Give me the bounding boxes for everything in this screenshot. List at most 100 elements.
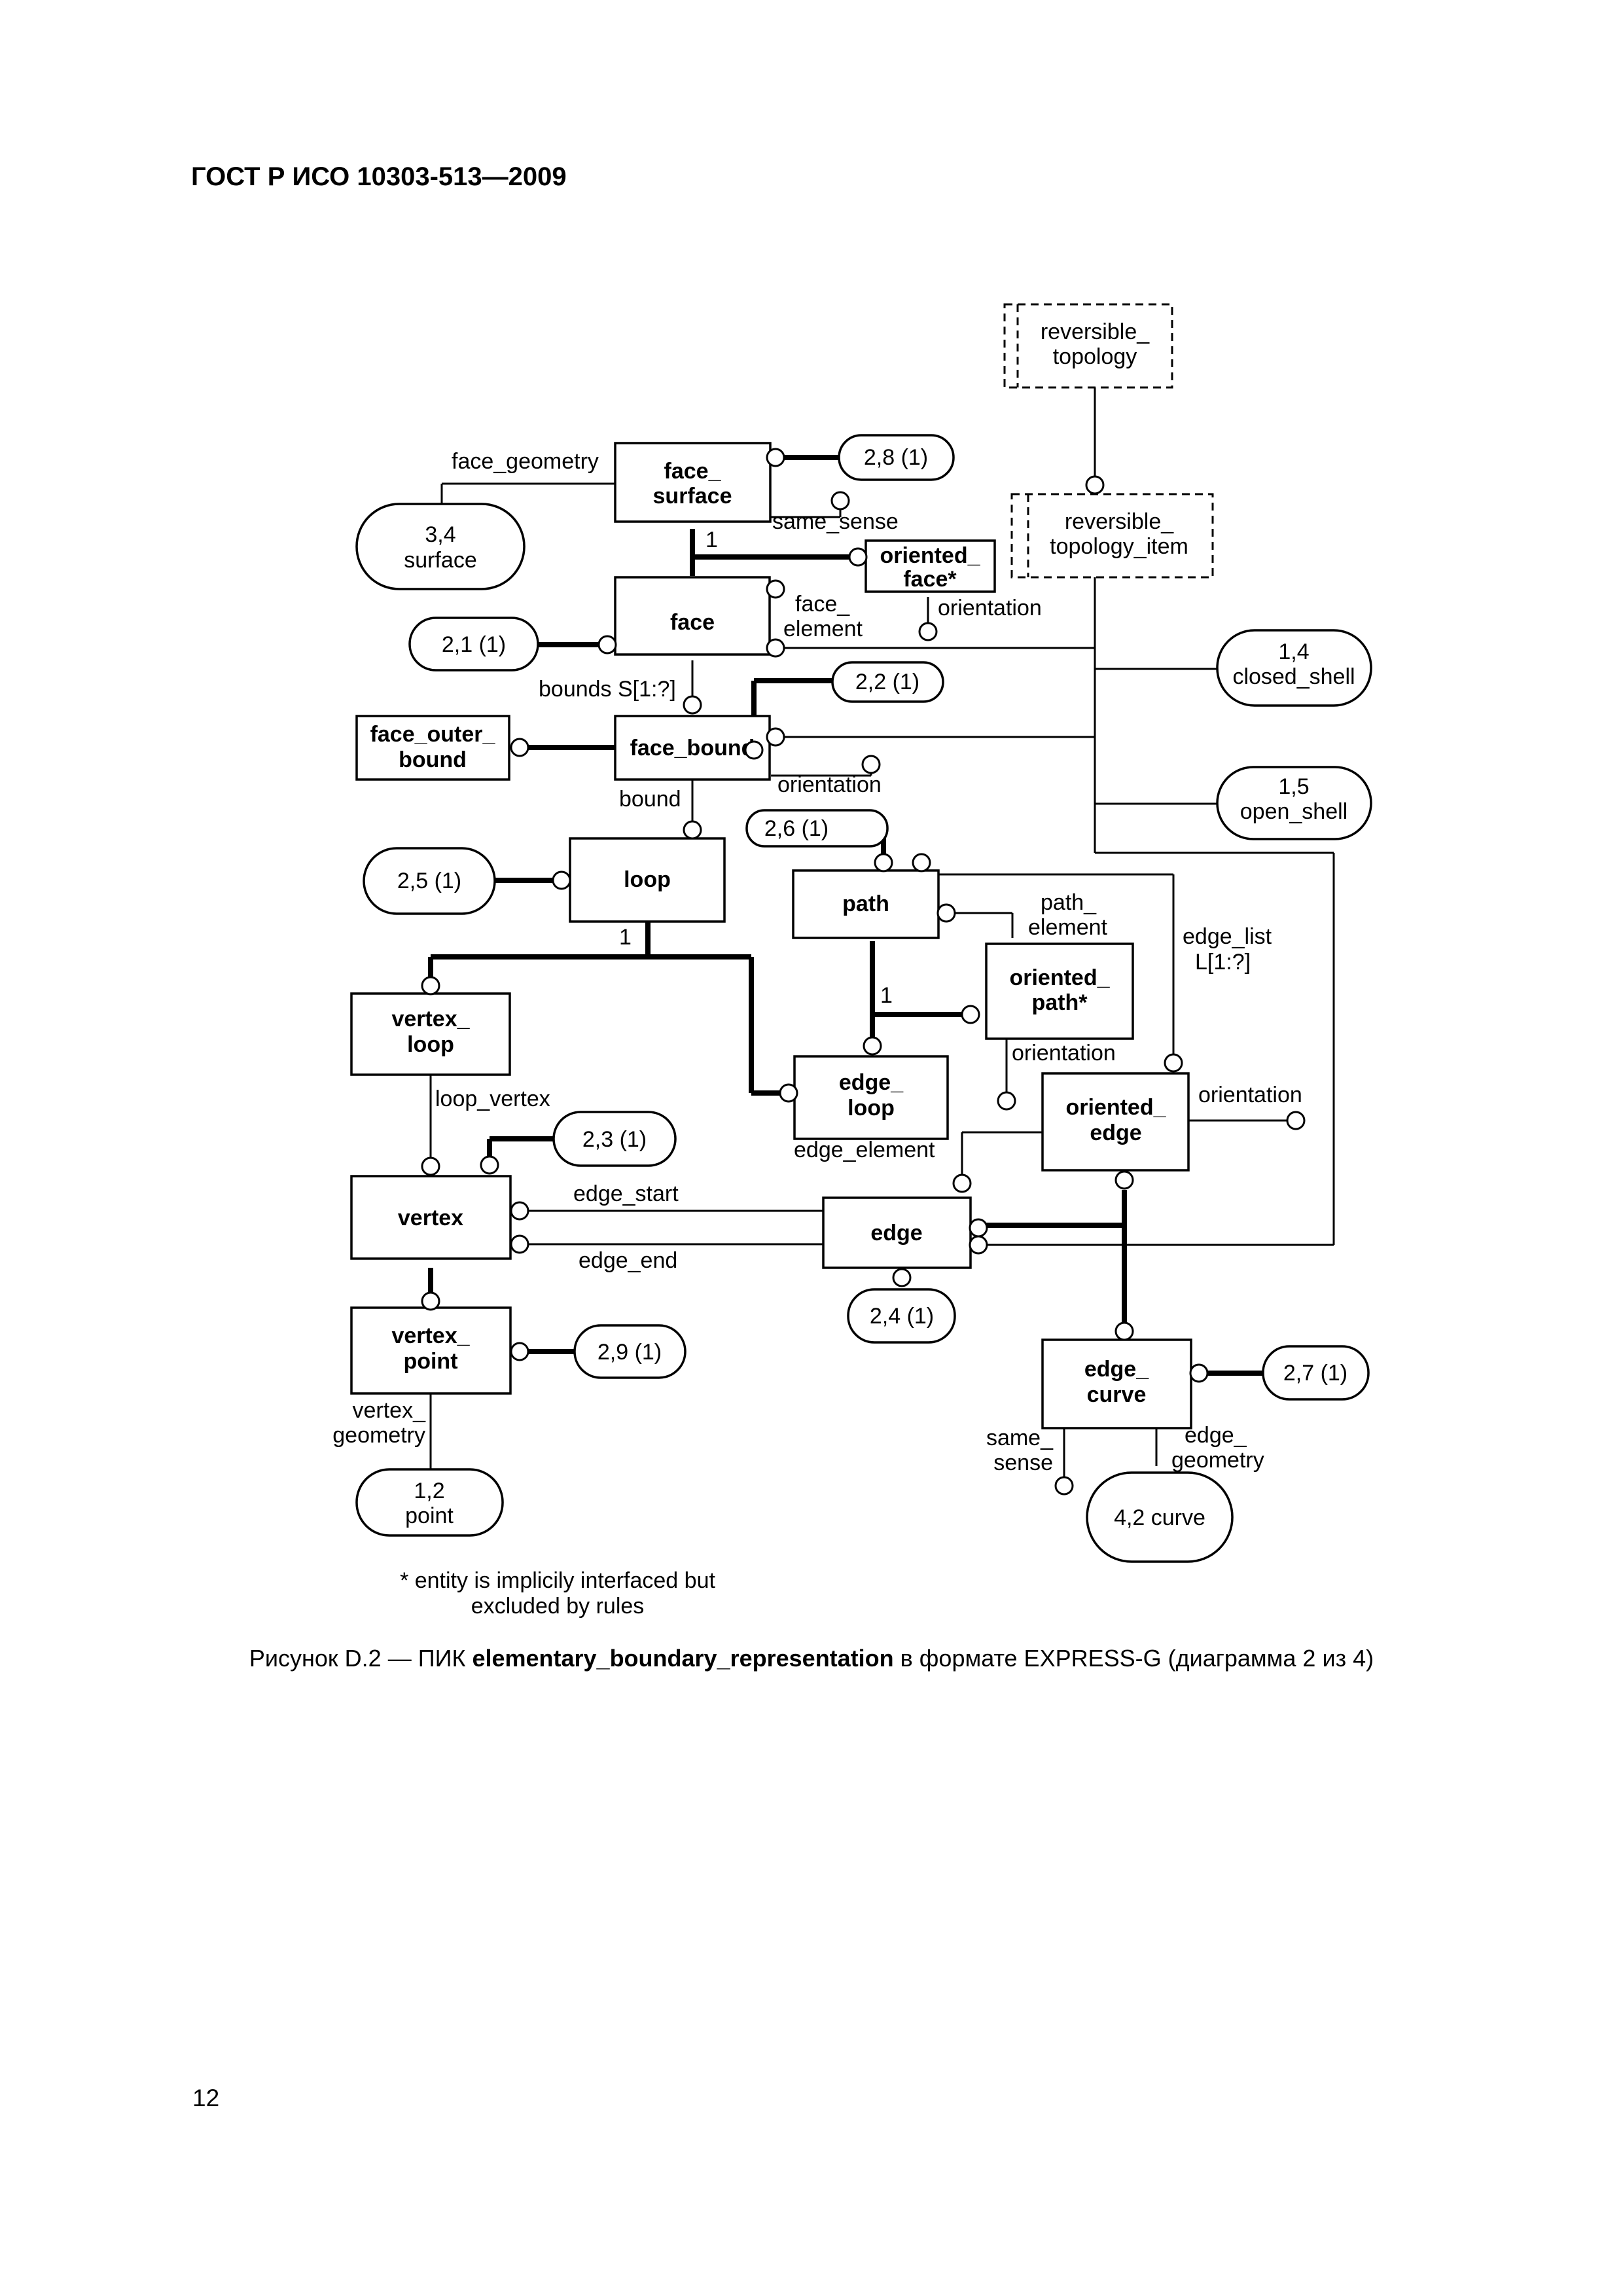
- label: edge: [1090, 1121, 1141, 1145]
- attr-face-element: face_: [795, 592, 850, 617]
- entity-face-outer-bound: face_outer_ bound: [355, 715, 510, 781]
- entity-vertex-loop: vertex_ loop: [350, 992, 511, 1076]
- label: bound: [399, 747, 467, 772]
- label: oriented_: [1009, 965, 1110, 990]
- label: 4,2 curve: [1114, 1505, 1205, 1530]
- label: vertex_: [391, 1007, 470, 1031]
- label: 2,5 (1): [397, 869, 461, 893]
- entity-reversible-topology-item: reversible_ topology_item: [1010, 493, 1214, 579]
- entity-edge: edge: [822, 1196, 972, 1269]
- attr-edge-start: edge_start: [573, 1181, 679, 1206]
- attr-same-sense: sense: [993, 1450, 1053, 1475]
- attr-edge-element: edge_element: [794, 1138, 935, 1162]
- attr-cardinality-one: 1: [705, 528, 718, 552]
- label: path: [842, 891, 889, 916]
- label: topology_item: [1050, 534, 1188, 559]
- entity-oriented-path: oriented_ path*: [985, 942, 1134, 1040]
- label: 1,5: [1278, 774, 1309, 799]
- label: path*: [1032, 990, 1088, 1015]
- label: surface: [653, 484, 732, 509]
- reference-2-4: 2,4 (1): [847, 1288, 956, 1344]
- label: face_bound: [630, 736, 755, 761]
- label: 2,3 (1): [582, 1127, 647, 1152]
- label: 2,6 (1): [764, 816, 829, 841]
- label: 2,1 (1): [442, 632, 506, 657]
- page-number: 12: [192, 2085, 220, 2111]
- label: 2,8 (1): [864, 445, 928, 470]
- label: closed_shell: [1232, 664, 1355, 689]
- attr-edge-geometry: edge_: [1185, 1423, 1247, 1448]
- entity-face-bound: face_bound: [614, 715, 771, 781]
- label: 2,7 (1): [1283, 1361, 1347, 1386]
- entity-edge-loop: edge_ loop: [793, 1055, 949, 1140]
- attr-loop-vertex: loop_vertex: [435, 1086, 550, 1111]
- attr-orientation: orientation: [777, 772, 882, 797]
- entity-face-surface: face_ surface: [614, 442, 772, 523]
- label: vertex: [398, 1206, 463, 1230]
- attr-path-element: element: [1028, 915, 1108, 940]
- label: oriented_: [880, 543, 980, 568]
- attr-edge-end: edge_end: [579, 1248, 677, 1273]
- document-header: ГОСТ Р ИСО 10303-513—2009: [191, 162, 567, 191]
- caption-suffix: в формате EXPRESS-G (диаграмма 2 из 4): [893, 1645, 1374, 1672]
- attr-cardinality-one: 1: [880, 983, 893, 1008]
- label: face: [670, 610, 715, 635]
- attr-path-element: path_: [1041, 890, 1097, 915]
- entity-vertex-point: vertex_ point: [350, 1306, 512, 1395]
- reference-1-5-open-shell: 1,5 open_shell: [1216, 766, 1372, 840]
- attr-orientation: orientation: [1012, 1041, 1116, 1066]
- attr-vertex-geometry: geometry: [332, 1423, 425, 1448]
- label: reversible_: [1065, 509, 1174, 534]
- subtype-lines: [428, 455, 1263, 1376]
- label: point: [405, 1503, 454, 1528]
- caption-prefix: Рисунок D.2 — ПИК: [249, 1645, 473, 1672]
- attr-edge-list: edge_list: [1183, 924, 1272, 949]
- label: point: [403, 1349, 457, 1374]
- attr-vertex-geometry: vertex_: [353, 1398, 427, 1423]
- attr-edge-geometry: geometry: [1171, 1448, 1264, 1473]
- reference-3-4-surface: 3,4 surface: [355, 503, 526, 590]
- attr-same-sense: same_: [986, 1426, 1054, 1450]
- entity-edge-curve: edge_ curve: [1041, 1338, 1192, 1429]
- label: face_: [664, 459, 722, 484]
- reference-4-2-curve: 4,2 curve: [1086, 1471, 1234, 1563]
- label: edge_: [839, 1070, 904, 1095]
- label: loop: [407, 1032, 454, 1057]
- reference-2-8: 2,8 (1): [838, 434, 955, 481]
- label: vertex_: [391, 1323, 470, 1348]
- reference-2-7: 2,7 (1): [1262, 1345, 1370, 1401]
- attr-face-element: element: [783, 617, 863, 641]
- figure-caption: Рисунок D.2 — ПИК elementary_boundary_re…: [0, 1645, 1623, 1672]
- label: 1,4: [1278, 639, 1309, 664]
- caption-schema-name: elementary_boundary_representation: [472, 1645, 894, 1672]
- entity-loop: loop: [569, 837, 726, 923]
- attr-bounds: bounds S[1:?]: [539, 677, 676, 702]
- footnote-line: * entity is implicily interfaced but: [400, 1568, 715, 1593]
- label: edge: [870, 1221, 922, 1246]
- reference-1-2-point: 1,2 point: [355, 1468, 504, 1537]
- attr-same-sense: same_sense: [772, 509, 899, 534]
- entity-oriented-face: oriented_ face*: [865, 539, 996, 593]
- attribute-labels: face_ geometry same_sense 1 face_ element…: [332, 449, 1302, 1475]
- attr-orientation: orientation: [1198, 1083, 1302, 1107]
- label: 3,4: [425, 522, 455, 547]
- entity-vertex: vertex: [350, 1175, 512, 1260]
- label: reversible_: [1041, 319, 1150, 344]
- label: face*: [903, 567, 957, 592]
- label: loop: [624, 867, 671, 892]
- entity-face: face: [614, 576, 771, 656]
- label: 2,9 (1): [597, 1340, 662, 1365]
- reference-2-2: 2,2 (1): [831, 661, 944, 703]
- label: curve: [1087, 1382, 1147, 1407]
- label: 2,2 (1): [855, 670, 919, 694]
- footnote: * entity is implicily interfaced but exc…: [400, 1568, 715, 1619]
- attr-orientation: orientation: [938, 596, 1042, 620]
- entity-reversible-topology: reversible_ topology: [1003, 303, 1173, 389]
- attr-cardinality-one: 1: [619, 925, 632, 950]
- reference-2-5: 2,5 (1): [363, 847, 496, 915]
- label: face_outer_: [370, 722, 496, 747]
- label: open_shell: [1240, 799, 1347, 824]
- label: topology: [1053, 344, 1137, 369]
- label: surface: [404, 548, 477, 573]
